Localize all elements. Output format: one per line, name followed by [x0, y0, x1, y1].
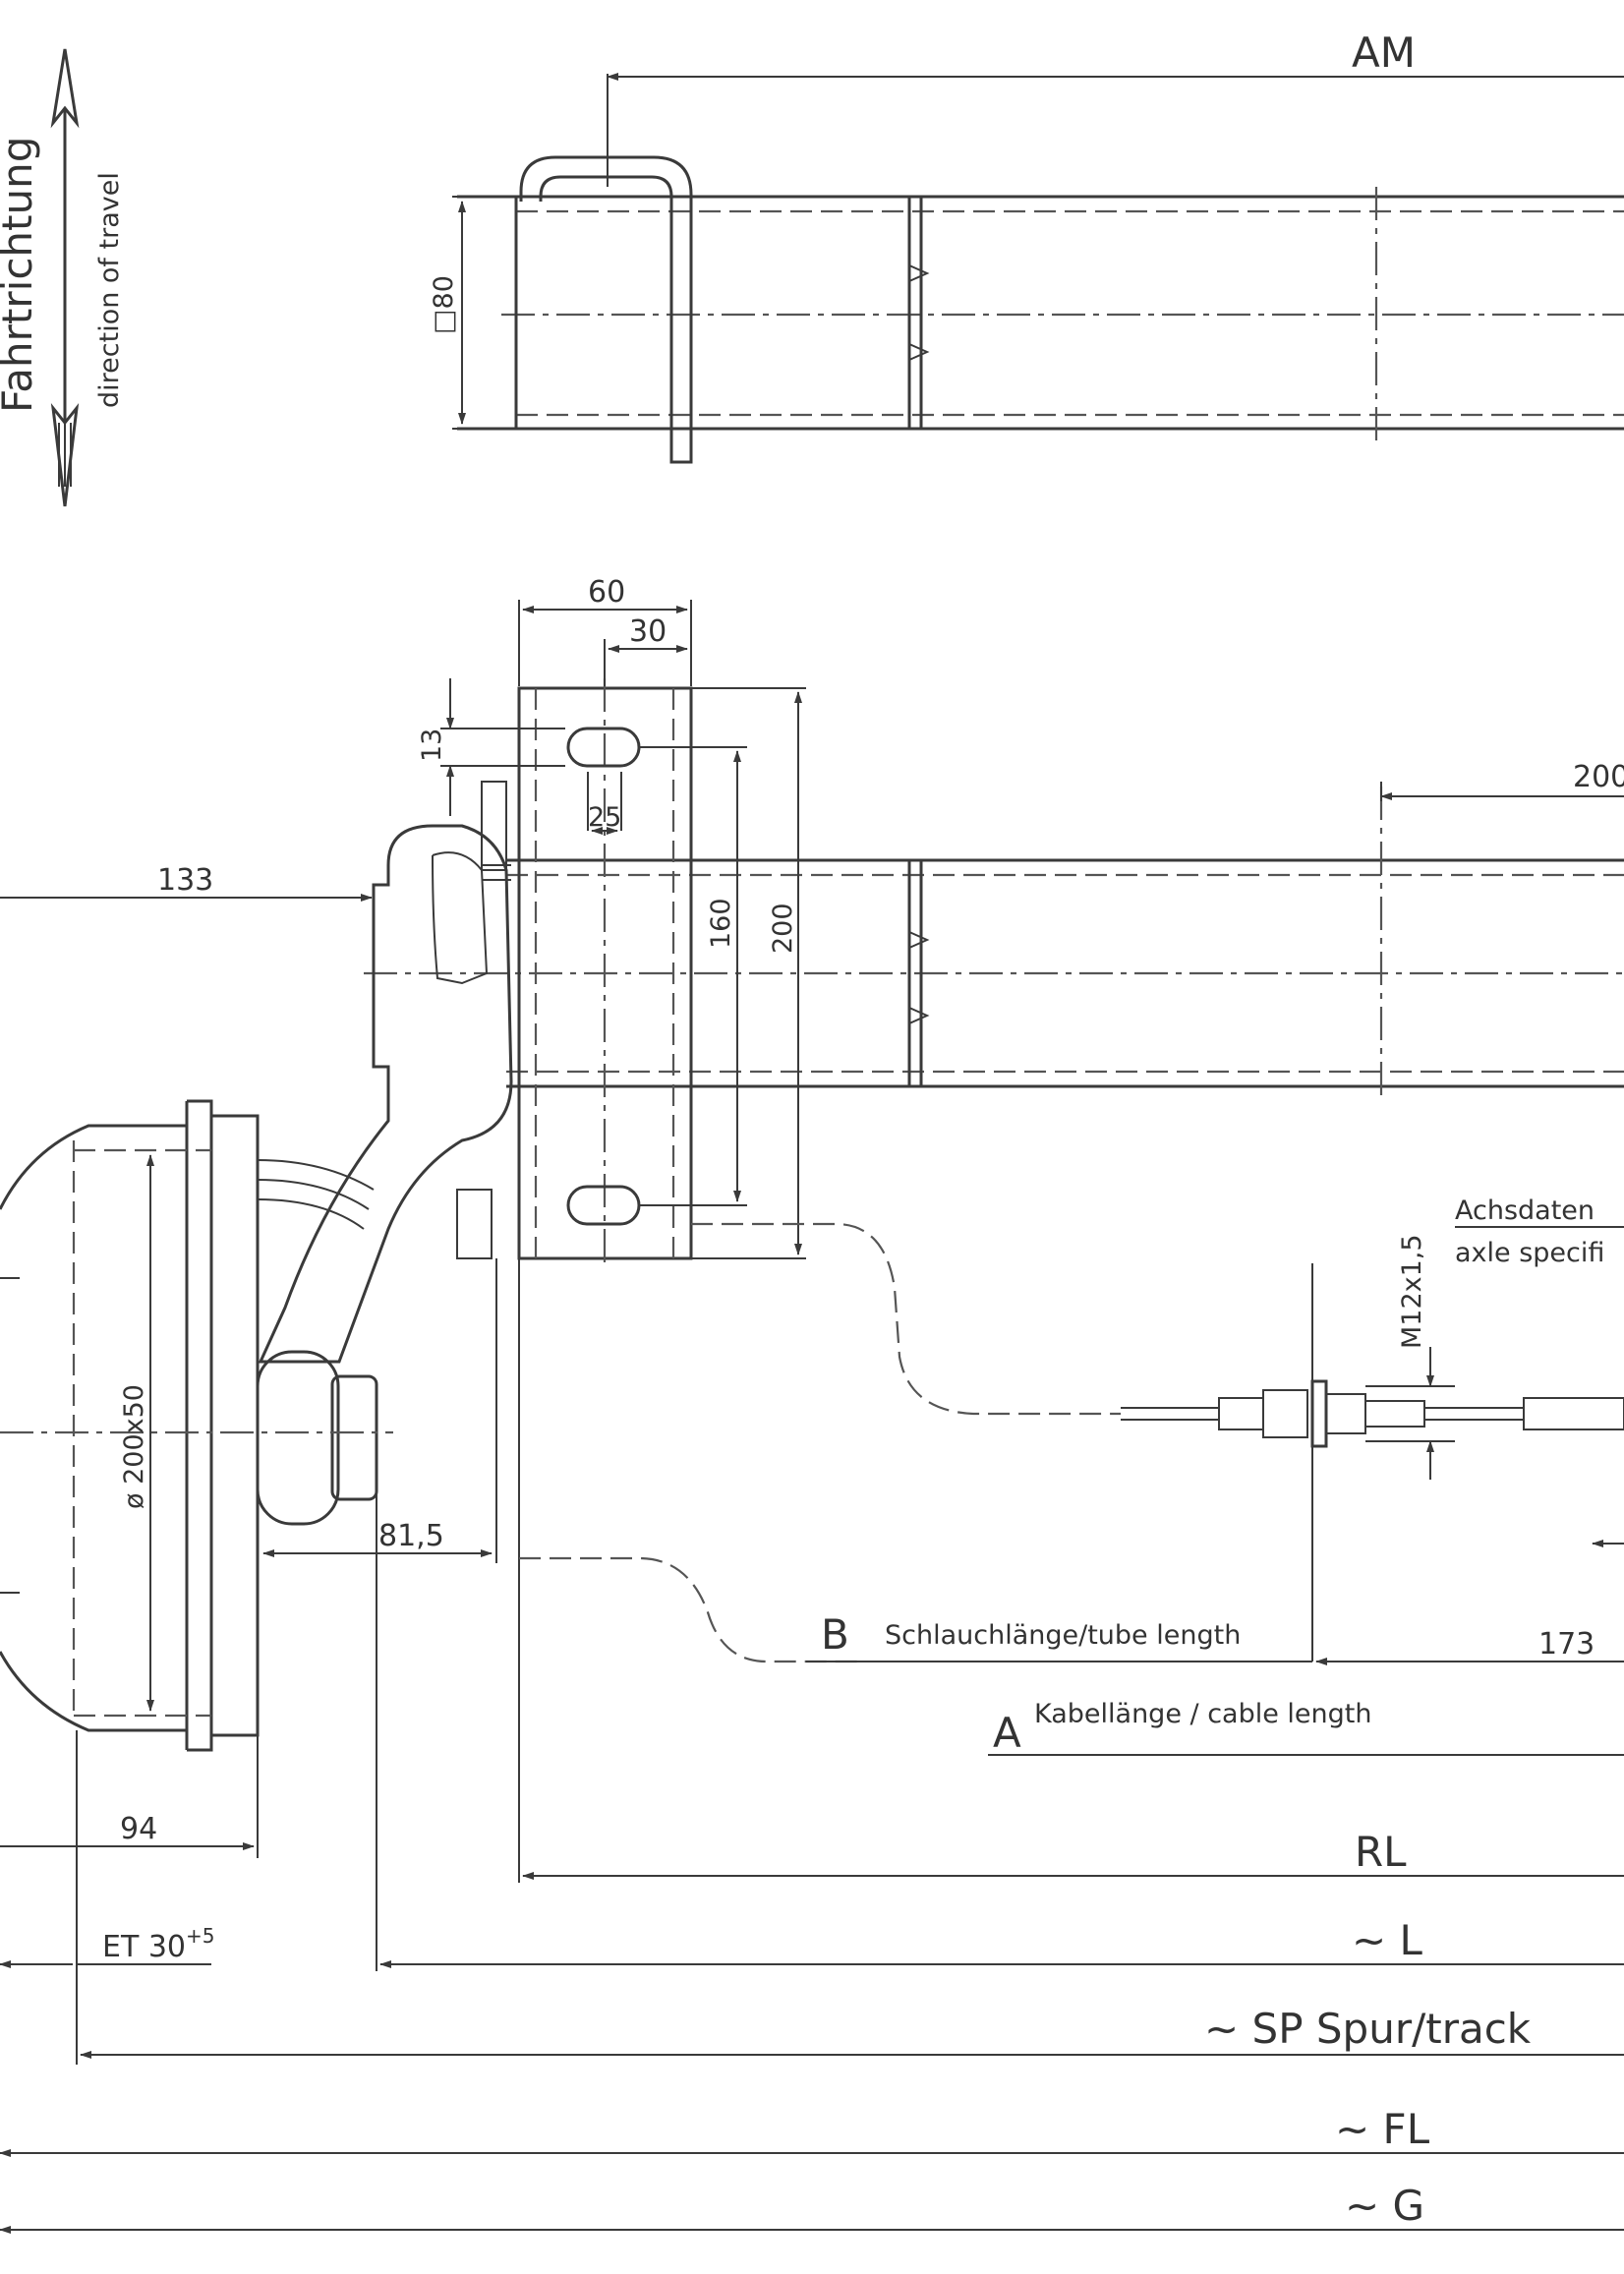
dim-94: 94: [120, 1812, 157, 1846]
u-bolt: [519, 155, 693, 464]
dim-rl: RL: [1355, 1828, 1407, 1876]
dim-sp: ~ SP Spur/track: [1204, 2005, 1532, 2053]
dim-160: 160: [706, 898, 736, 949]
dim-thread: M12x1,5: [1397, 1234, 1427, 1349]
dim-et: ET 30+5: [102, 1924, 214, 1964]
dim-am: AM: [1352, 29, 1416, 77]
dim-200-right: 200: [1573, 760, 1624, 794]
swing-arm: [257, 781, 513, 1364]
dim-60: 60: [588, 575, 625, 610]
label-cable-length: Kabellänge / cable length: [1034, 1699, 1372, 1729]
label-b: B: [821, 1610, 849, 1659]
direction-of-travel-arrow: [50, 48, 80, 507]
dim-25: 25: [588, 802, 621, 833]
brake-drum: [0, 1099, 260, 1752]
dim-81-5: 81,5: [378, 1519, 444, 1553]
brake-cable-routing: [519, 1222, 1121, 1663]
hub-cap: [256, 1350, 378, 1526]
label-a: A: [993, 1709, 1021, 1757]
label-axle-data-en: axle specifi: [1455, 1238, 1604, 1268]
cable-fitting: [1121, 1379, 1624, 1448]
dim-30: 30: [629, 614, 667, 649]
mounting-bracket: [517, 678, 693, 1268]
dim-200: 200: [768, 903, 798, 954]
dim-13: 13: [417, 729, 447, 762]
dim-l: ~ L: [1352, 1916, 1423, 1964]
label-axle-data-de: Achsdaten: [1455, 1195, 1595, 1226]
direction-label-en: direction of travel: [94, 172, 125, 408]
top-view-tube: [457, 187, 1624, 442]
dim-g: ~ G: [1345, 2182, 1424, 2230]
dim-173: 173: [1538, 1627, 1595, 1662]
dim-fl: ~ FL: [1335, 2105, 1430, 2153]
label-tube-length: Schlauchlänge/tube length: [885, 1620, 1241, 1651]
direction-label-de: Fahrtrichtung: [0, 137, 41, 413]
dim-tube-size: □80: [429, 275, 459, 334]
axle-tube-main: [364, 787, 1624, 1101]
dim-drum-size: ø 200x50: [119, 1384, 149, 1509]
dim-133: 133: [157, 863, 213, 898]
